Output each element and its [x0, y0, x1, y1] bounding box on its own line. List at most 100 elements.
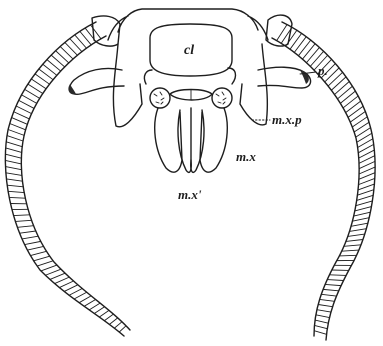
antenna-segment-line	[94, 307, 104, 314]
antenna-segment-line	[357, 195, 374, 200]
antenna-segment-line	[7, 185, 23, 187]
antenna-segment-line	[79, 296, 91, 303]
antenna-segment-line	[343, 96, 358, 108]
antenna-segment-line	[34, 256, 50, 261]
antenna-segment-line	[315, 320, 328, 323]
antenna-segment-line	[69, 289, 82, 296]
right-hook	[228, 68, 235, 84]
antenna-segment-line	[320, 299, 335, 301]
antenna-segment-line	[318, 305, 332, 307]
antenna-segment-line	[74, 292, 87, 299]
antenna-segment-line	[337, 86, 352, 99]
antenna-segment-line	[316, 315, 330, 318]
antenna-segment-line	[8, 191, 24, 192]
label-mxp: m.x.p	[272, 113, 302, 126]
antenna-segment-line	[8, 129, 24, 135]
antenna-segment-line	[14, 112, 30, 119]
antenna-segment-line	[317, 310, 331, 312]
antenna-segment-line	[7, 136, 23, 141]
label-cl: cl	[184, 44, 194, 58]
antenna-segment-line	[352, 218, 369, 222]
antenna-segment-line	[348, 106, 363, 117]
antenna-segment-line	[64, 285, 78, 292]
antenna-segment-line	[25, 89, 40, 98]
antenna-segment-line	[298, 40, 310, 56]
right-palp-tip	[300, 70, 309, 84]
antenna-segment-line	[321, 294, 336, 296]
antenna-segment-line	[357, 190, 373, 195]
label-mx: m.x	[236, 150, 256, 163]
antenna-segment-line	[286, 30, 297, 46]
antenna-segment-line	[22, 236, 38, 239]
antenna-segment-line	[6, 173, 22, 176]
antenna-segment-line	[119, 326, 126, 332]
antenna-segment-line	[277, 25, 287, 41]
antenna-segment-line	[334, 82, 349, 95]
antenna-segment-line	[6, 167, 22, 170]
antenna-segment-line	[352, 117, 367, 127]
antenna-segment-line	[344, 245, 361, 247]
antenna-segment-line	[17, 226, 33, 228]
antenna-segment-line	[327, 280, 343, 281]
antenna-segment-line	[5, 154, 21, 158]
antenna-segment-line	[354, 212, 371, 216]
antenna-segment-line	[331, 77, 346, 90]
antenna-segment-line	[104, 314, 113, 321]
antenna-segment-line	[294, 37, 306, 53]
antenna-segment-line	[10, 123, 26, 129]
antenna-segment-line	[20, 231, 36, 233]
left-eye-stipple	[154, 92, 164, 104]
antenna-segment-line	[358, 178, 374, 184]
antenna-segment-line	[328, 72, 343, 86]
left-palp-tip	[68, 84, 76, 94]
antenna-segment-line	[59, 281, 73, 288]
antenna-segment-line	[306, 47, 319, 62]
antenna-segment-line	[359, 173, 375, 180]
antenna-segment-line	[14, 215, 30, 216]
antenna-segment-line	[6, 142, 22, 147]
antenna-segment-line	[349, 229, 366, 232]
right-lateral-lobe	[240, 44, 267, 125]
right-eye-spot	[212, 88, 232, 108]
antenna-segment-line	[350, 111, 365, 122]
right-eye-stipple	[216, 92, 226, 104]
left-eye-spot	[150, 88, 170, 108]
antenna-segment-line	[41, 265, 57, 271]
antenna-segment-line	[30, 251, 46, 255]
label-p: p.	[318, 64, 328, 77]
antenna-segment-line	[325, 284, 341, 285]
antenna-segment-line	[55, 277, 70, 283]
antenna-segment-line	[6, 179, 22, 181]
antenna-segment-line	[314, 331, 326, 335]
antenna-segment-line	[339, 255, 356, 256]
antenna-segment-line	[340, 91, 355, 103]
antenna-segment-line	[27, 246, 43, 250]
antenna-segment-line	[314, 325, 327, 328]
antenna-segment-line	[15, 220, 31, 221]
antenna-segment-line	[351, 223, 368, 226]
label-mx-prime: m.x'	[178, 188, 201, 201]
antenna-segment-line	[290, 33, 302, 49]
antenna-segment-line	[16, 106, 31, 114]
antenna-segment-line	[323, 289, 339, 290]
antenna-segment-line	[342, 250, 359, 251]
left-hook	[144, 70, 152, 84]
antenna-segment-line	[45, 269, 61, 275]
antenna-segment-line	[19, 100, 34, 108]
left-antenna-segments	[5, 25, 126, 332]
antenna-segment-line	[329, 275, 346, 276]
left-maxillary-palp	[70, 68, 124, 94]
antenna-segment-line	[50, 273, 65, 279]
antenna-segment-line	[9, 197, 25, 198]
antenna-segment-line	[358, 184, 374, 190]
antenna-segment-line	[356, 201, 373, 206]
antenna-segment-line	[22, 95, 37, 104]
antenna-segment-line	[99, 310, 109, 317]
antenna-segment-line	[346, 239, 363, 241]
antenna-segment-line	[346, 101, 361, 112]
antenna-segment-line	[12, 118, 28, 125]
antenna-segment-line	[25, 241, 41, 244]
antenna-segment-line	[302, 44, 315, 60]
antenna-segment-line	[84, 299, 95, 306]
